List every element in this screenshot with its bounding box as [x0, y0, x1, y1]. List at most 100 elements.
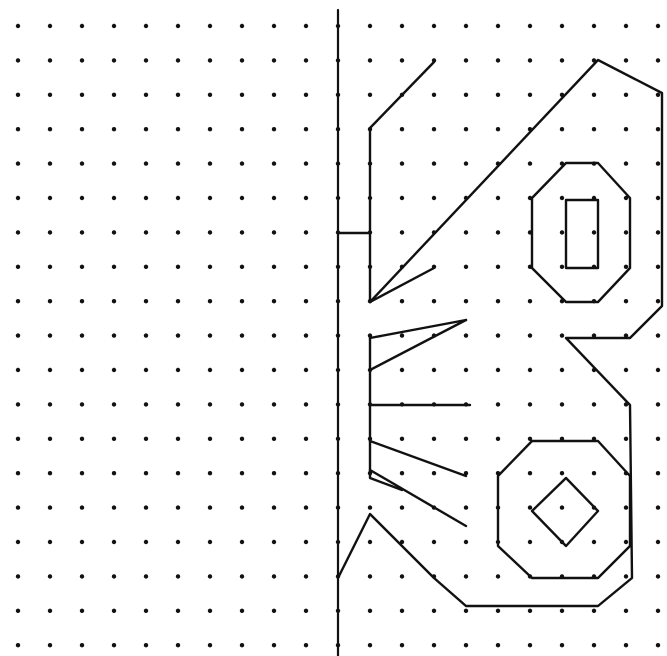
ray-2 [370, 320, 466, 370]
grid-dot [16, 58, 20, 62]
grid-dot [400, 299, 404, 303]
top-diagonal-stroke [370, 62, 434, 128]
grid-dot [432, 127, 436, 131]
grid-dot [48, 505, 52, 509]
grid-dot [176, 574, 180, 578]
grid-dot [48, 437, 52, 441]
grid-dot [144, 437, 148, 441]
grid-dot [624, 93, 628, 97]
grid-dot [656, 643, 660, 647]
grid-dot [176, 299, 180, 303]
grid-dot [656, 230, 660, 234]
grid-dot [656, 402, 660, 406]
grid-dot [464, 58, 468, 62]
grid-dot [112, 93, 116, 97]
grid-dot [656, 540, 660, 544]
grid-dot [80, 93, 84, 97]
grid-dot [16, 402, 20, 406]
grid-dot [176, 93, 180, 97]
grid-dot [80, 58, 84, 62]
grid-dot [656, 93, 660, 97]
grid-dot [560, 368, 564, 372]
grid-dot [432, 609, 436, 613]
grid-dot [240, 24, 244, 28]
grid-dot [240, 609, 244, 613]
grid-dot [144, 230, 148, 234]
grid-dot [272, 643, 276, 647]
grid-dot [80, 299, 84, 303]
grid-dot [176, 643, 180, 647]
grid-dot [560, 609, 564, 613]
grid-dot [80, 230, 84, 234]
grid-dot [304, 196, 308, 200]
grid-dot [240, 643, 244, 647]
grid-dot [464, 299, 468, 303]
grid-dot [112, 299, 116, 303]
grid-dot [560, 402, 564, 406]
lower-octagon [498, 441, 630, 578]
grid-dot [48, 58, 52, 62]
grid-dot [624, 368, 628, 372]
grid-dot [656, 196, 660, 200]
grid-dot [304, 609, 308, 613]
grid-dot [48, 265, 52, 269]
grid-dot [80, 265, 84, 269]
grid-dot [528, 299, 532, 303]
grid-dot [304, 368, 308, 372]
grid-dot [496, 574, 500, 578]
grid-dot [16, 368, 20, 372]
grid-dot [528, 471, 532, 475]
grid-dot [272, 368, 276, 372]
grid-dot [368, 505, 372, 509]
grid-dot [48, 333, 52, 337]
grid-dot [48, 471, 52, 475]
grid-dot [176, 333, 180, 337]
grid-dot [624, 58, 628, 62]
grid-dot [208, 471, 212, 475]
grid-dot [144, 299, 148, 303]
grid-dot [528, 505, 532, 509]
grid-dot [144, 609, 148, 613]
grid-dot [176, 540, 180, 544]
grid-dot [272, 333, 276, 337]
grid-dot [240, 471, 244, 475]
grid-dot [144, 93, 148, 97]
grid-dot [304, 540, 308, 544]
grid-dot [528, 333, 532, 337]
grid-dot [592, 230, 596, 234]
grid-dot [240, 368, 244, 372]
grid-dot [624, 609, 628, 613]
grid-dot [592, 609, 596, 613]
grid-dot [80, 368, 84, 372]
grid-dot [112, 609, 116, 613]
grid-dot [16, 299, 20, 303]
grid-dot [528, 24, 532, 28]
grid-dot [208, 505, 212, 509]
grid-dot [656, 24, 660, 28]
grid-dot [176, 196, 180, 200]
grid-dot [624, 265, 628, 269]
grid-dot [80, 24, 84, 28]
grid-dot [400, 196, 404, 200]
grid-dot [528, 368, 532, 372]
grid-dot [272, 471, 276, 475]
grid-dot [272, 437, 276, 441]
grid-dot [272, 230, 276, 234]
grid-dot [176, 265, 180, 269]
grid-dot [464, 265, 468, 269]
grid-dot [240, 265, 244, 269]
grid-dot [304, 471, 308, 475]
grid-dot [496, 437, 500, 441]
grid-dot [464, 93, 468, 97]
grid-dot [16, 93, 20, 97]
grid-dot [496, 402, 500, 406]
grid-dot [272, 540, 276, 544]
grid-dot [464, 540, 468, 544]
grid-dot [592, 540, 596, 544]
grid-dot [528, 540, 532, 544]
grid-dot [304, 402, 308, 406]
grid-dot [112, 643, 116, 647]
grid-dot [304, 333, 308, 337]
grid-dot [208, 574, 212, 578]
